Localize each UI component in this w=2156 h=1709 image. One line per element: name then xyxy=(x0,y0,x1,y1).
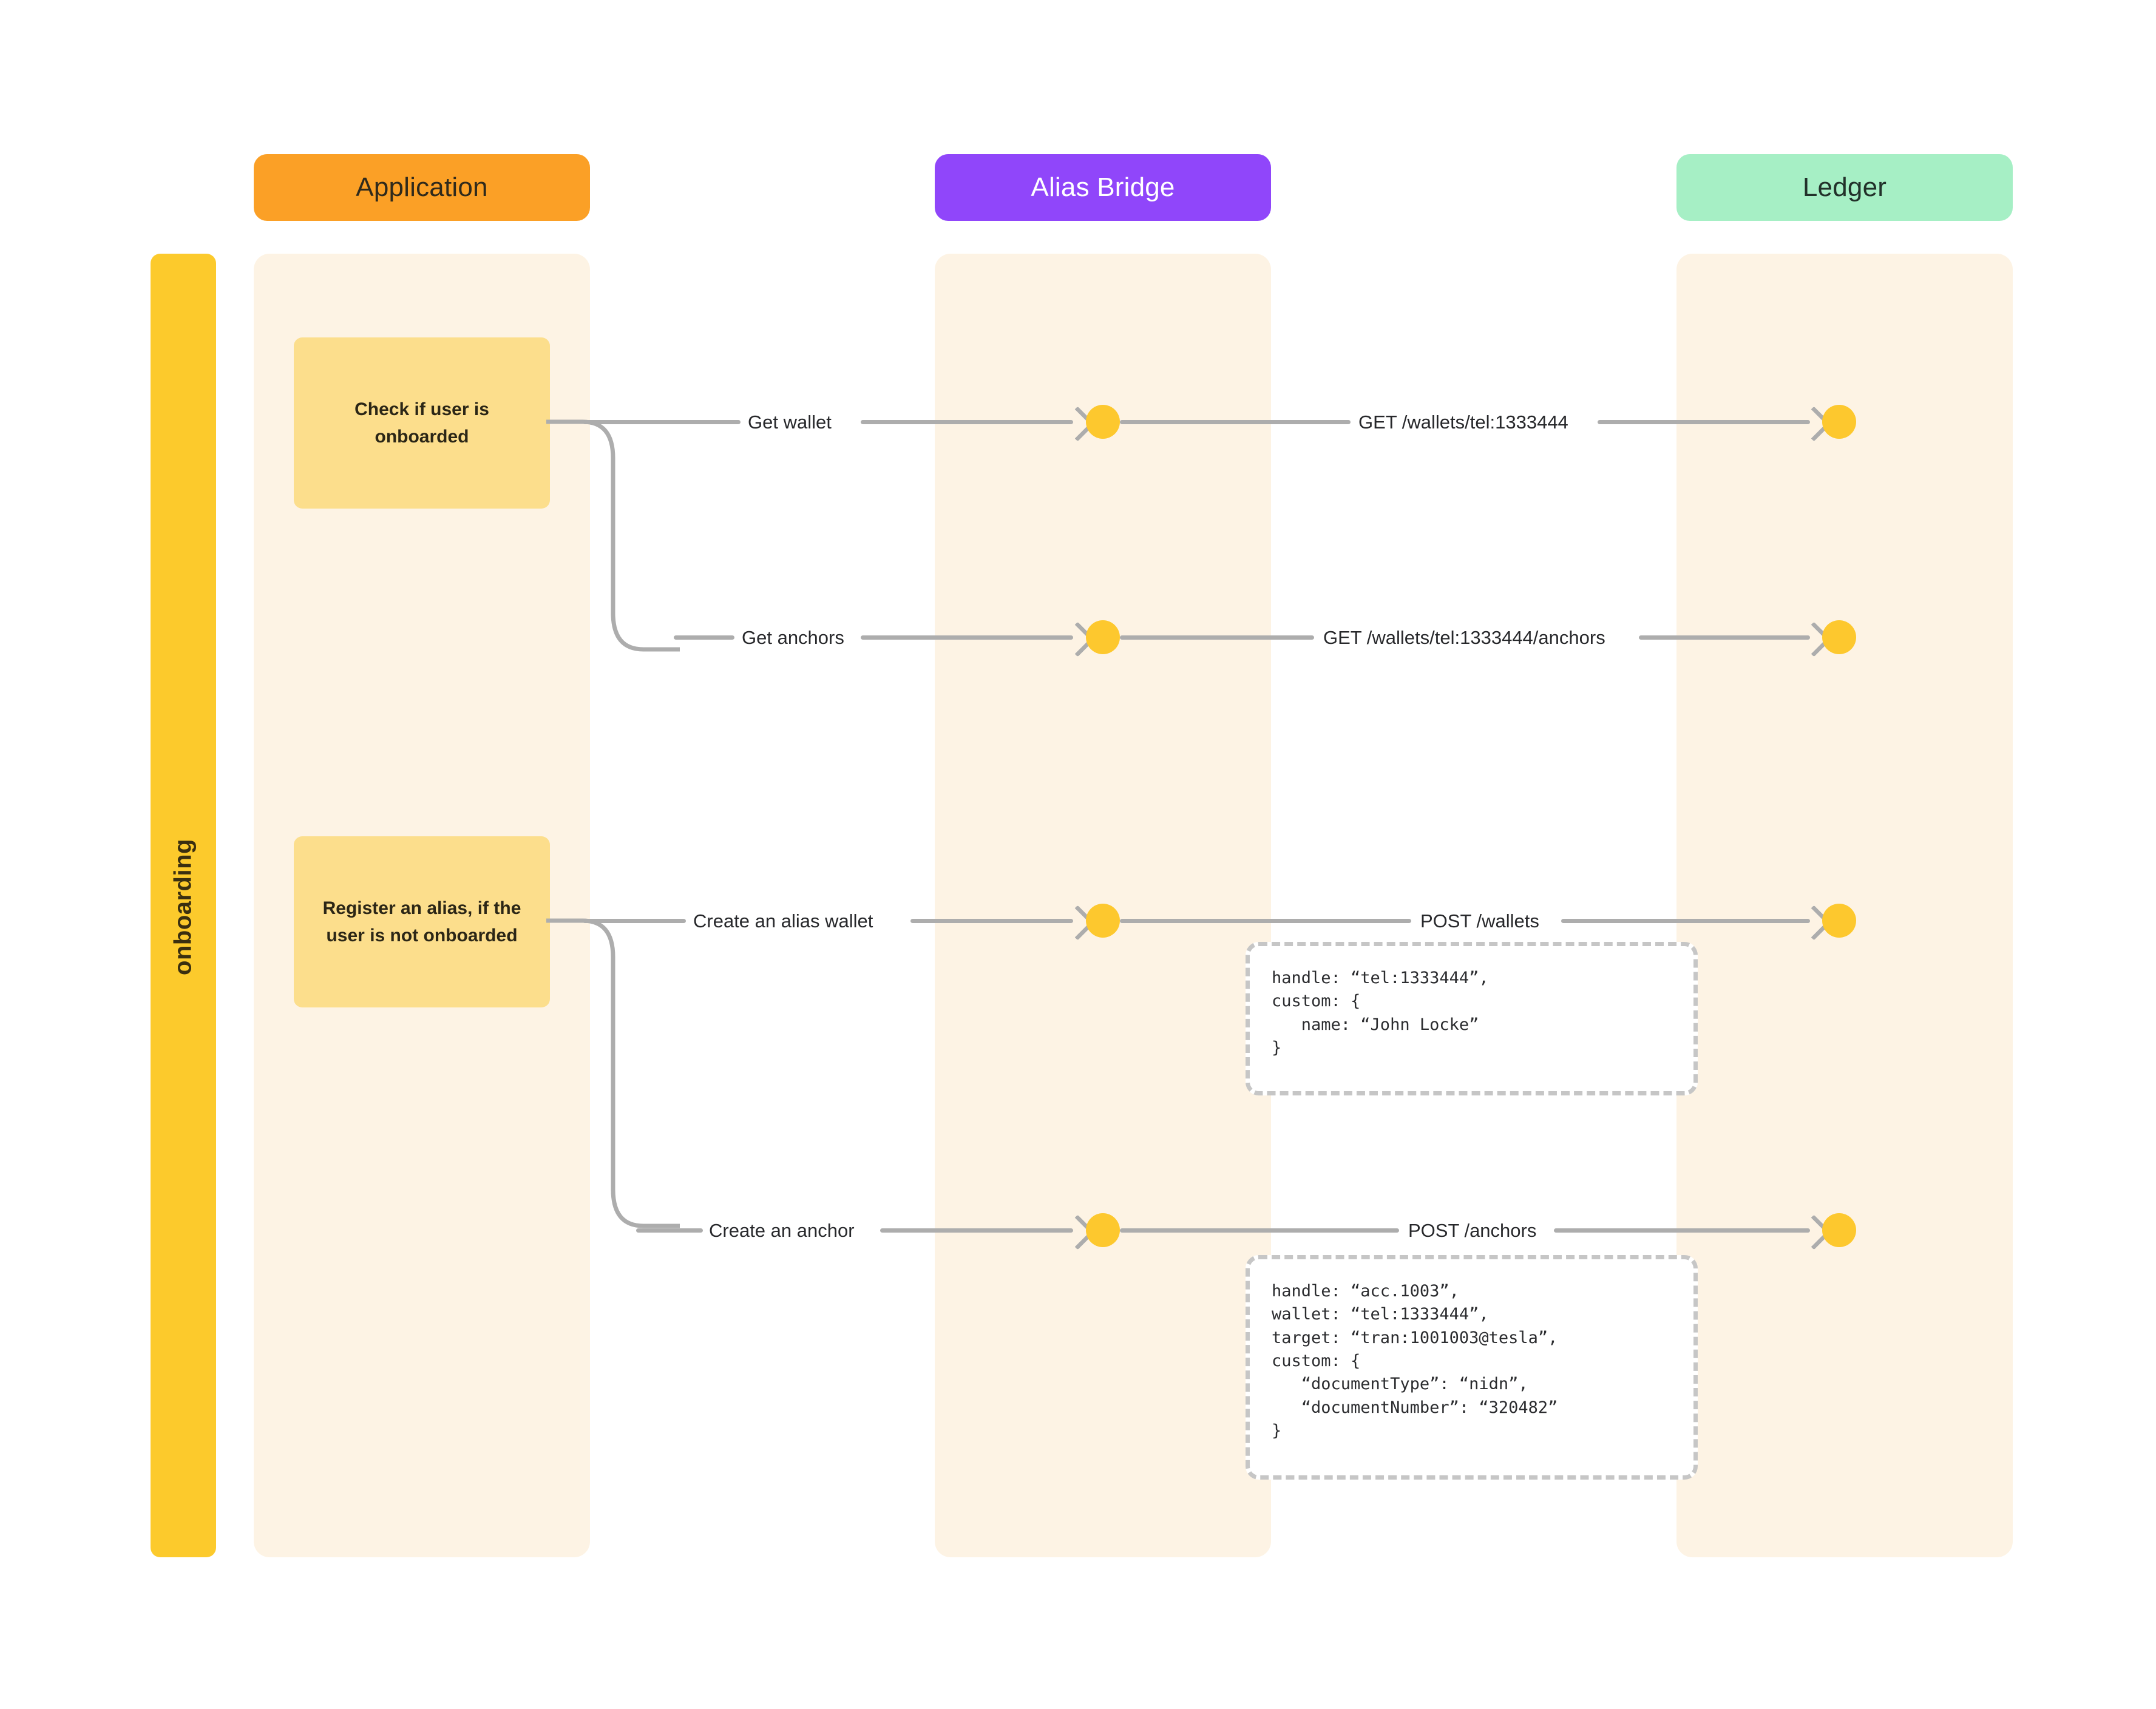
payload-post-anchors-text: handle: “acc.1003”, wallet: “tel:1333444… xyxy=(1272,1282,1558,1440)
activation-dot-ledger-1 xyxy=(1822,405,1856,439)
participant-application[interactable]: Application xyxy=(254,154,590,221)
activation-dot-bridge-2 xyxy=(1086,620,1120,654)
note-check-text: Check if user is onboarded xyxy=(354,399,489,447)
msg-line-create-alias-wallet-left xyxy=(583,919,686,923)
participant-alias-bridge[interactable]: Alias Bridge xyxy=(935,154,1271,221)
note-register-text: Register an alias, if the user is not on… xyxy=(322,898,521,946)
msg-label-post-anchors: POST /anchors xyxy=(1408,1220,1537,1241)
participant-alias-bridge-label: Alias Bridge xyxy=(1031,172,1175,202)
branch-connector-register xyxy=(546,918,680,1228)
msg-line-get-anchors-api-right xyxy=(1639,635,1810,640)
branch-connector-check xyxy=(546,419,680,652)
msg-line-create-alias-wallet-right xyxy=(910,919,1073,923)
participant-ledger-label: Ledger xyxy=(1802,172,1887,202)
msg-line-post-wallets-left xyxy=(1120,919,1411,923)
participant-ledger[interactable]: Ledger xyxy=(1676,154,2013,221)
msg-label-get-wallet: Get wallet xyxy=(748,411,832,433)
msg-line-get-wallets-api-left xyxy=(1120,420,1351,424)
msg-label-post-wallets: POST /wallets xyxy=(1420,910,1539,932)
payload-post-wallets-text: handle: “tel:1333444”, custom: { name: “… xyxy=(1272,969,1489,1057)
msg-label-get-wallets-api: GET /wallets/tel:1333444 xyxy=(1358,411,1568,433)
msg-line-get-wallet-right xyxy=(861,420,1073,424)
note-register-alias[interactable]: Register an alias, if the user is not on… xyxy=(294,836,550,1007)
msg-label-get-anchors-api: GET /wallets/tel:1333444/anchors xyxy=(1323,627,1605,648)
msg-line-get-anchors-right xyxy=(861,635,1073,640)
msg-line-post-anchors-right xyxy=(1554,1228,1810,1233)
msg-line-create-anchor-right xyxy=(880,1228,1073,1233)
fragment-label-onboarding: onboarding xyxy=(169,839,197,975)
msg-line-get-anchors-api-left xyxy=(1120,635,1314,640)
msg-line-post-anchors-left xyxy=(1120,1228,1399,1233)
msg-line-post-wallets-right xyxy=(1561,919,1810,923)
payload-box-post-wallets: handle: “tel:1333444”, custom: { name: “… xyxy=(1246,942,1698,1095)
msg-line-get-wallet-left xyxy=(583,420,741,424)
activation-dot-bridge-1 xyxy=(1086,405,1120,439)
activation-dot-bridge-4 xyxy=(1086,1213,1120,1247)
msg-line-get-anchors-left xyxy=(674,635,734,640)
fragment-bar-onboarding[interactable] xyxy=(151,254,216,1557)
msg-label-create-alias-wallet: Create an alias wallet xyxy=(693,910,873,932)
msg-label-get-anchors: Get anchors xyxy=(742,627,844,648)
payload-box-post-anchors: handle: “acc.1003”, wallet: “tel:1333444… xyxy=(1246,1255,1698,1480)
msg-line-get-wallets-api-right xyxy=(1598,420,1810,424)
msg-label-create-anchor: Create an anchor xyxy=(709,1220,855,1241)
activation-dot-ledger-2 xyxy=(1822,620,1856,654)
activation-dot-ledger-4 xyxy=(1822,1213,1856,1247)
activation-dot-bridge-3 xyxy=(1086,904,1120,938)
note-check-if-user-onboarded[interactable]: Check if user is onboarded xyxy=(294,337,550,509)
activation-dot-ledger-3 xyxy=(1822,904,1856,938)
msg-line-create-anchor-left xyxy=(636,1228,703,1233)
participant-application-label: Application xyxy=(356,172,488,202)
